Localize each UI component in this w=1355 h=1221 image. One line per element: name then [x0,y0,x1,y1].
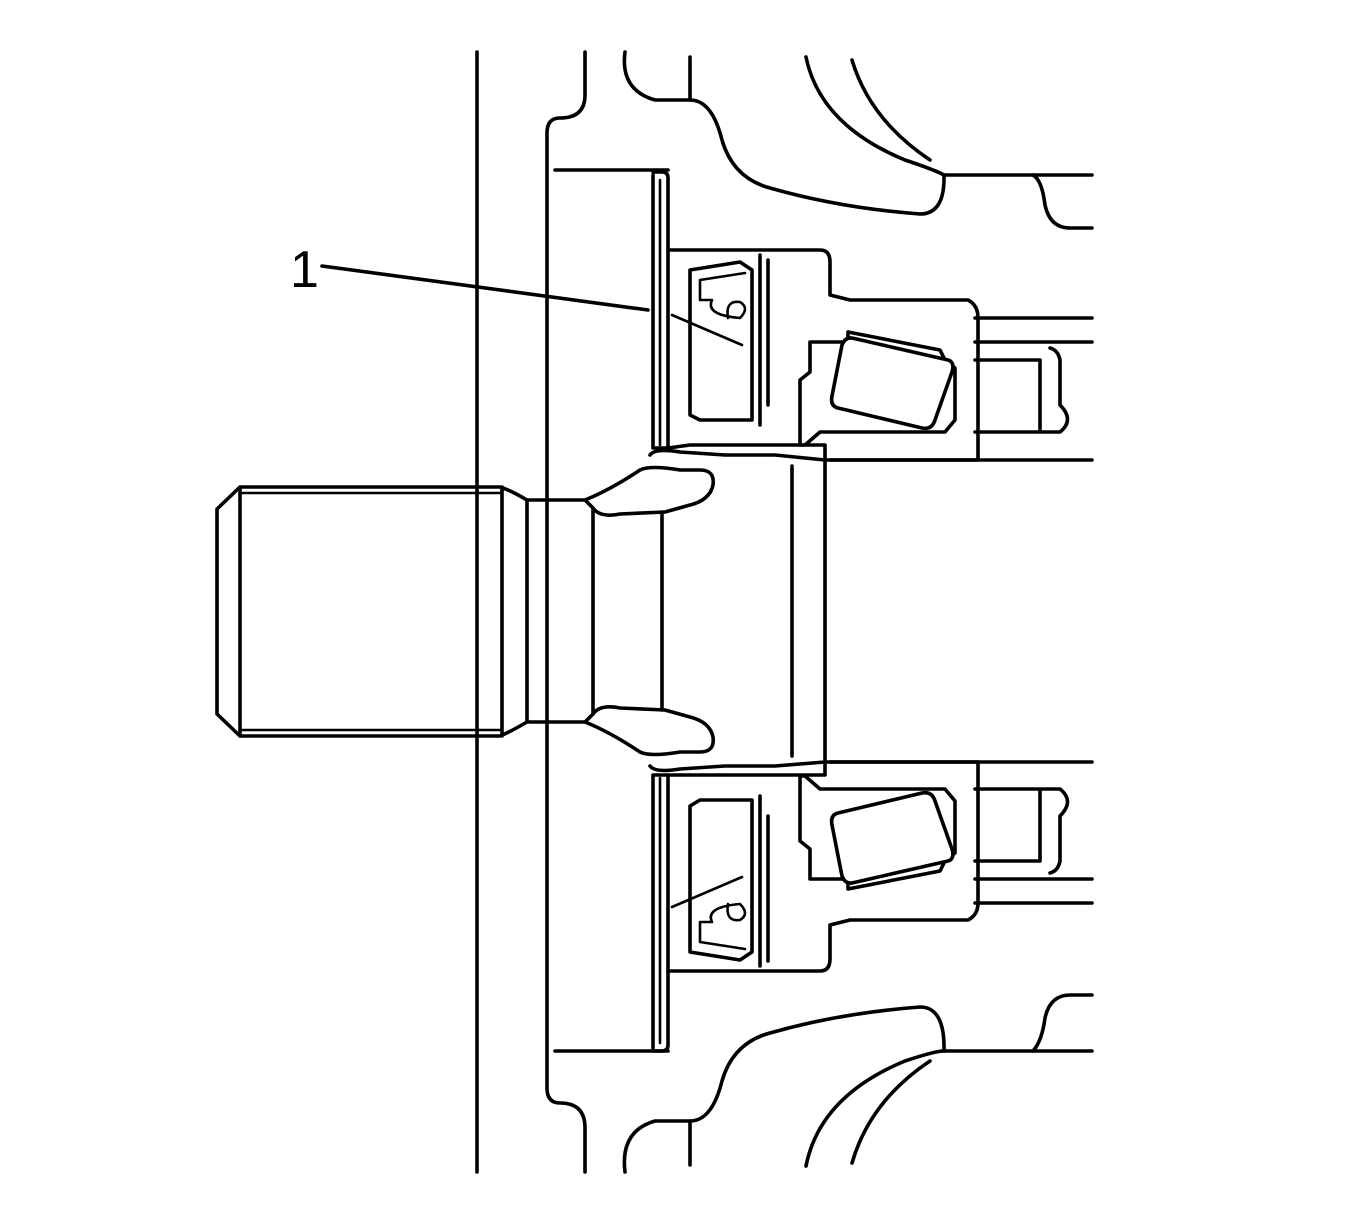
lower-seal-lip [688,798,754,962]
lower-outer-race [973,787,1094,905]
threaded-axle-stub [215,485,529,738]
spindle-neck [525,498,595,724]
lower-spindle-fillet [583,705,716,757]
upper-casting-detail [622,50,1094,216]
upper-seal-lip [688,260,754,422]
hub-spindle [648,448,827,773]
upper-spindle-fillet [583,465,716,517]
callout-1-label: 1 [290,241,319,299]
lower-seal-garter [698,902,747,951]
upper-seal-garter [698,271,747,320]
lower-seal-wedge [670,875,744,909]
upper-casting-curve-2 [850,58,932,162]
lower-casting-detail [622,1005,1094,1174]
upper-outer-race-edge [1031,173,1094,230]
lower-casting-curve-2 [850,1059,932,1165]
upper-seal-shield [651,170,670,450]
lower-roller [829,790,955,885]
callout-1-leader [320,264,650,312]
upper-casting-curve-1 [804,55,946,177]
hub-flange-face [553,168,670,1053]
upper-roller [829,336,955,431]
upper-seal-wedge [670,313,744,347]
lower-outer-race-edge [1031,993,1094,1053]
knuckle-outer-contour [545,50,587,1174]
lower-casting-curve-1 [804,1049,946,1168]
upper-outer-race [973,316,1094,434]
lower-seal-shield [651,773,670,1053]
